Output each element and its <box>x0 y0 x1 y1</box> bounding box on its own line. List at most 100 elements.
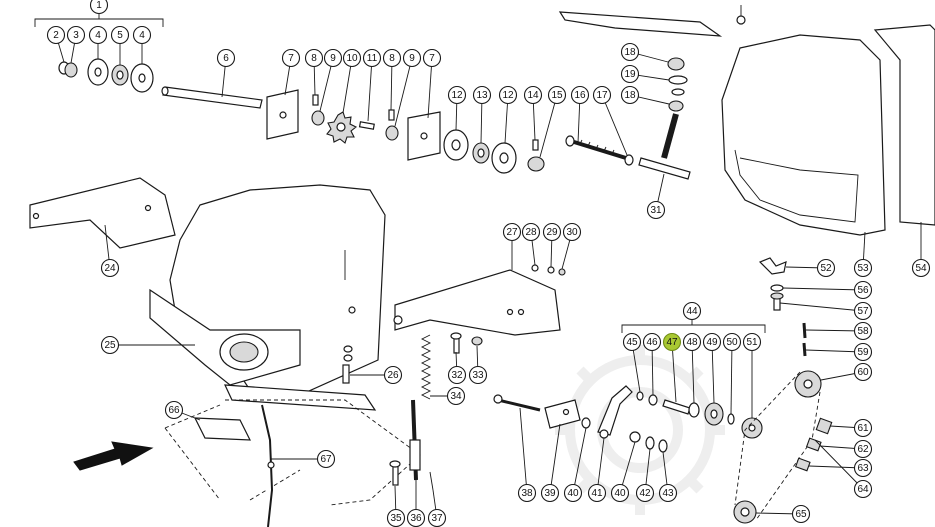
leader-line-9 <box>319 57 334 112</box>
drum-housing-25 <box>149 184 386 411</box>
callout-48: 48 <box>682 332 702 352</box>
callout-number: 8 <box>311 53 317 64</box>
callout-12: 12 <box>498 85 518 105</box>
callout-67: 67 <box>316 449 336 469</box>
callout-number: 59 <box>857 347 869 358</box>
callout-number: 31 <box>650 205 662 216</box>
callout-circle <box>853 439 873 459</box>
cover-panel-54 <box>873 24 935 226</box>
callout-number: 54 <box>915 263 927 274</box>
callout-49: 49 <box>702 332 722 352</box>
callout-circle <box>620 42 640 62</box>
callout-16: 16 <box>570 85 590 105</box>
callout-circle <box>791 504 811 524</box>
callout-15: 15 <box>547 85 567 105</box>
bushing-40-right <box>629 431 641 443</box>
callout-18: 18 <box>620 42 640 62</box>
callout-circle <box>853 280 873 300</box>
callout-number: 18 <box>624 47 636 58</box>
callout-17: 17 <box>592 85 612 105</box>
sprocket-10-icon <box>326 111 358 144</box>
pin-8-right <box>388 109 395 121</box>
callout-number: 8 <box>389 53 395 64</box>
callout-number: 62 <box>857 444 869 455</box>
leader-line-11 <box>367 57 373 122</box>
washer-43 <box>658 439 668 453</box>
callout-circle <box>853 458 873 478</box>
callout-number: 18 <box>624 90 636 101</box>
callout-number: 4 <box>139 30 145 41</box>
callout-circle <box>382 48 402 68</box>
callout-circle <box>281 48 301 68</box>
chain-cover-53 <box>721 34 886 236</box>
callout-number: 66 <box>168 405 180 416</box>
callout-45: 45 <box>622 332 642 352</box>
washer-42 <box>645 436 655 450</box>
callout-1: 1 <box>89 0 109 15</box>
callout-number: 38 <box>521 488 533 499</box>
bushing-40-left <box>581 417 591 429</box>
callout-circle <box>722 332 742 352</box>
callout-40: 40 <box>563 483 583 503</box>
callout-59: 59 <box>853 342 873 362</box>
callout-number: 28 <box>525 227 537 238</box>
callout-number: 24 <box>104 263 116 274</box>
callout-number: 25 <box>104 340 116 351</box>
callout-circle <box>592 85 612 105</box>
callout-circle <box>620 85 640 105</box>
callout-9: 9 <box>323 48 343 68</box>
callout-circle <box>816 258 836 278</box>
leader-line-50 <box>730 341 733 415</box>
callout-circle <box>570 85 590 105</box>
callout-18: 18 <box>620 85 640 105</box>
washer-29 <box>547 266 555 274</box>
callout-circle <box>66 25 86 45</box>
callout-number: 29 <box>546 227 558 238</box>
callout-37: 37 <box>427 508 447 527</box>
callout-circle <box>658 483 678 503</box>
callout-number: 5 <box>117 30 123 41</box>
callout-circle <box>468 365 488 385</box>
callout-circle <box>853 418 873 438</box>
callout-7: 7 <box>281 48 301 68</box>
callout-circle <box>853 258 873 278</box>
leader-line-7 <box>427 57 433 119</box>
callout-circle <box>521 222 541 242</box>
nut-33 <box>471 336 483 346</box>
frame-bracket-24 <box>29 177 176 249</box>
callout-number: 52 <box>820 263 832 274</box>
callout-number: 40 <box>614 488 626 499</box>
callout-number: 47 <box>666 337 678 348</box>
callout-14: 14 <box>523 85 543 105</box>
callout-circle <box>646 200 666 220</box>
leader-line-49 <box>711 341 715 404</box>
callout-circle <box>853 301 873 321</box>
callout-51: 51 <box>742 332 762 352</box>
callout-circle <box>587 483 607 503</box>
callout-64: 64 <box>853 479 873 499</box>
threaded-bolt-16 <box>565 135 627 160</box>
leader-line-47 <box>671 341 677 403</box>
callout-41: 41 <box>587 483 607 503</box>
pin-59 <box>802 342 807 357</box>
callout-33: 33 <box>468 365 488 385</box>
callout-number: 63 <box>857 463 869 474</box>
callout-number: 40 <box>567 488 579 499</box>
callout-circle <box>622 332 642 352</box>
callout-number: 32 <box>451 370 463 381</box>
callout-circle <box>662 332 682 352</box>
callout-44: 44 <box>682 301 702 321</box>
leader-line-41 <box>596 437 605 494</box>
callout-number: 2 <box>53 30 59 41</box>
pin-8-left <box>312 94 319 106</box>
callout-number: 16 <box>574 90 586 101</box>
callout-circle <box>853 362 873 382</box>
callout-56: 56 <box>853 280 873 300</box>
callout-circle <box>523 85 543 105</box>
callout-circle <box>100 258 120 278</box>
callout-number: 7 <box>429 53 435 64</box>
callout-circle <box>853 342 873 362</box>
callout-25: 25 <box>100 335 120 355</box>
